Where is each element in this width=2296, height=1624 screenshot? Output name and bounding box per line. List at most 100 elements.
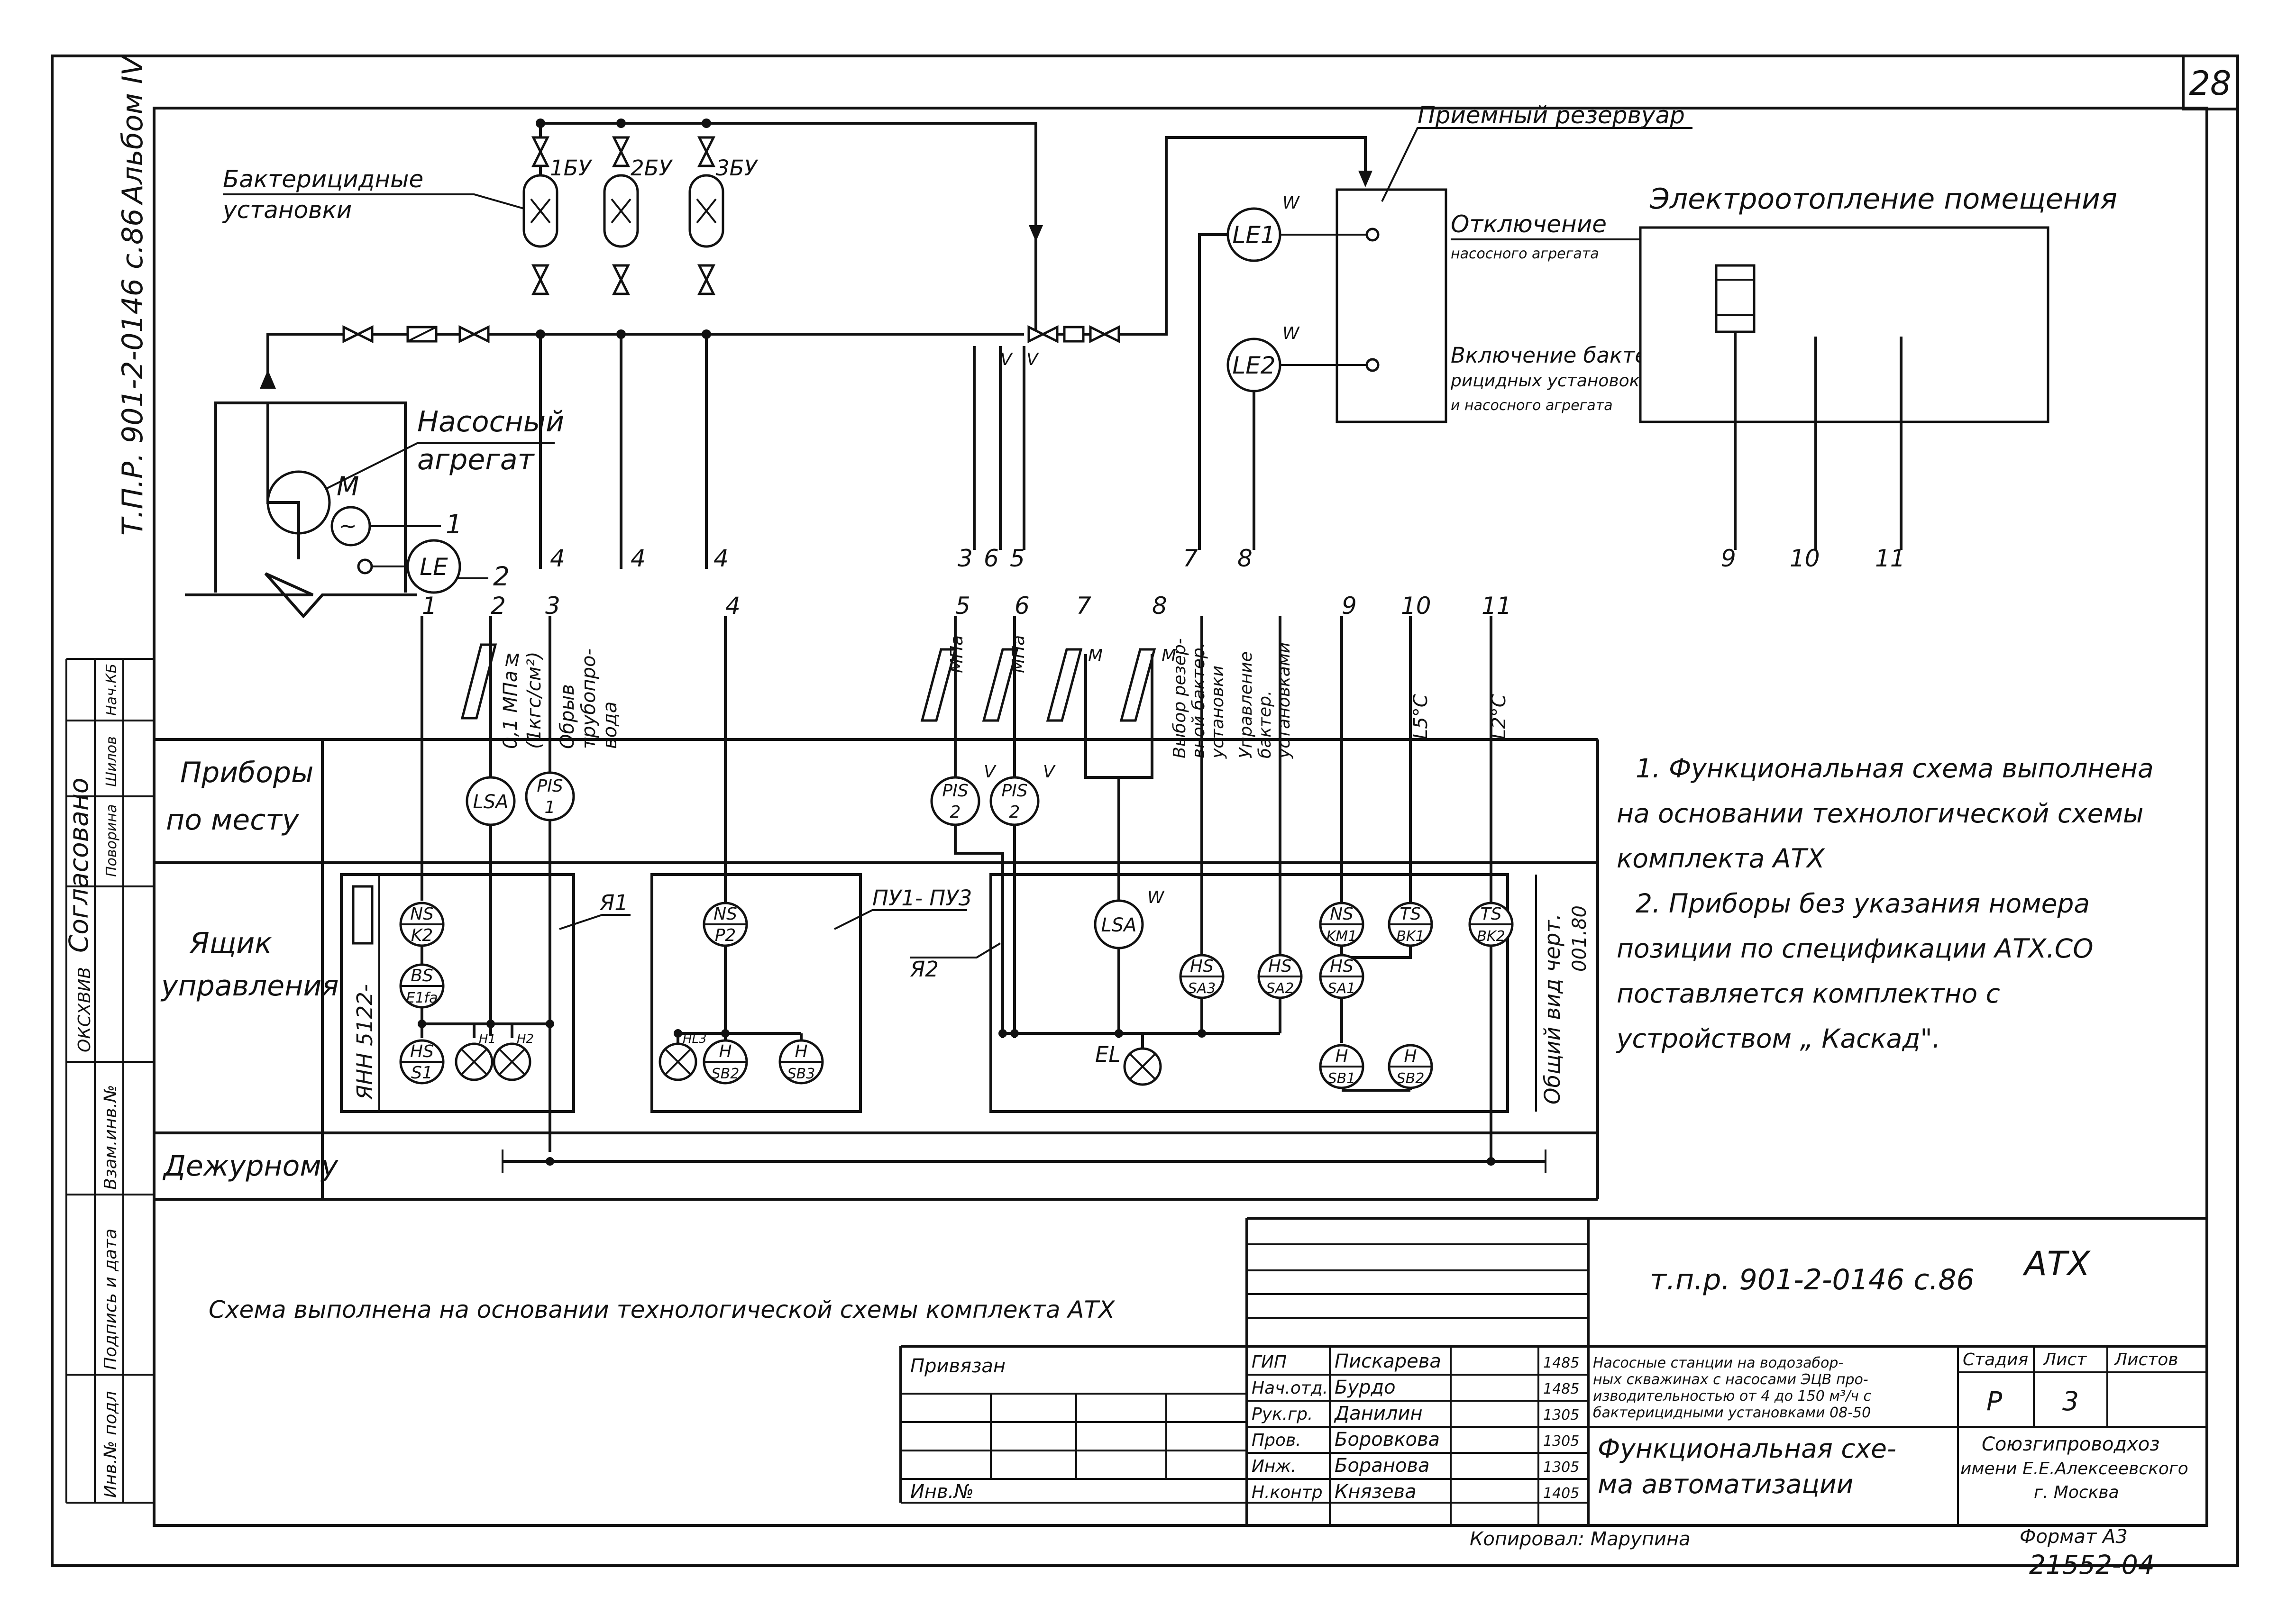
svg-text:9: 9: [1342, 592, 1357, 620]
signal-area: 1 2 3 4 5 6 7 8 9 10 11 М МПа МПа М М 0,…: [422, 592, 1512, 759]
pump-title: Насосный: [417, 405, 564, 438]
sheet-title-2: ма автоматизации: [1598, 1469, 1853, 1499]
note-1c: комплекта АТХ: [1617, 843, 1825, 874]
svg-text:Н.контр: Н.контр: [1252, 1483, 1323, 1502]
svg-text:S1: S1: [411, 1063, 433, 1083]
side-okskhiv: ОКСХВИВ: [75, 967, 94, 1052]
pis-1: [525, 771, 575, 821]
svg-text:Инж.: Инж.: [1252, 1457, 1296, 1476]
svg-text:2: 2: [950, 803, 961, 822]
svg-text:3: 3: [2062, 1386, 2079, 1416]
svg-text:8: 8: [1152, 592, 1167, 620]
svg-text:1: 1: [446, 509, 462, 539]
notes: 1. Функциональная схема выполнена на осн…: [1616, 753, 2154, 1054]
drawing-number: 21552-04: [2029, 1550, 2155, 1580]
svg-text:HS: HS: [1190, 957, 1214, 976]
svg-text:М: М: [1088, 646, 1103, 666]
title-atx: АТХ: [2022, 1244, 2091, 1283]
bact-unit-3: 3БУ: [688, 136, 759, 295]
res-on-3: и насосного агрегата: [1451, 397, 1613, 414]
svg-text:PIS: PIS: [537, 776, 563, 796]
svg-text:TS: TS: [1481, 904, 1502, 924]
svg-text:E1fa: E1fa: [406, 990, 438, 1006]
svg-text:2: 2: [493, 561, 510, 592]
svg-text:4: 4: [550, 545, 565, 572]
reservoir: [1336, 188, 1447, 423]
svg-text:LE2: LE2: [1232, 352, 1275, 379]
svg-text:PIS: PIS: [942, 781, 968, 801]
svg-text:Инв.№ подл: Инв.№ подл: [101, 1391, 120, 1498]
valve-3: [1027, 325, 1059, 344]
svg-text:Подпись и дата: Подпись и дата: [101, 1229, 120, 1370]
svg-text:~: ~: [339, 513, 357, 538]
svg-text:10: 10: [1401, 592, 1431, 620]
svg-text:5: 5: [1010, 545, 1025, 572]
scheme-note: Схема выполнена на основании технологиче…: [209, 1296, 1116, 1323]
svg-text:M: M: [337, 471, 359, 502]
pump-title-2: агрегат: [417, 443, 535, 476]
svg-text:SB1: SB1: [1328, 1070, 1356, 1087]
svg-text:Управление: Управление: [1236, 651, 1256, 758]
svg-text:2: 2: [1009, 803, 1020, 822]
svg-text:Листов: Листов: [2113, 1350, 2178, 1369]
svg-text:1305: 1305: [1543, 1407, 1579, 1423]
svg-text:Князева: Князева: [1335, 1481, 1417, 1503]
svg-text:K2: K2: [411, 926, 433, 945]
control-box-3: Общий вид черт. 001.80 PIS 2 V PIS 2 V L…: [910, 616, 1591, 1161]
valve-1: [342, 325, 374, 344]
svg-text:Поворина: Поворина: [103, 804, 120, 877]
svg-text:ных скважинах с насосами ЭЦВ п: ных скважинах с насосами ЭЦВ про-: [1593, 1371, 1868, 1388]
inner-frame: [153, 107, 2208, 1527]
svg-text:HS: HS: [1330, 957, 1354, 976]
svg-text:4: 4: [713, 545, 729, 572]
svg-text:V: V: [984, 762, 997, 782]
svg-text:установки: установки: [1208, 666, 1227, 759]
svg-text:Пров.: Пров.: [1252, 1431, 1301, 1450]
svg-text:NS: NS: [410, 904, 434, 924]
svg-text:1485: 1485: [1543, 1381, 1579, 1397]
svg-text:BK1: BK1: [1396, 928, 1424, 945]
svg-text:H: H: [795, 1042, 807, 1061]
svg-text:МПа: МПа: [1009, 635, 1028, 673]
process-area: 1БУ 2БУ 3БУ Бактерицидные установки ~ M …: [185, 101, 2117, 619]
note-2a: 2. Приборы без указания номера: [1636, 888, 2090, 919]
svg-text:4: 4: [725, 592, 741, 620]
svg-text:Взам.инв.№: Взам.инв.№: [101, 1085, 120, 1190]
svg-text:5: 5: [955, 592, 970, 620]
format: Формат А3: [2020, 1526, 2128, 1548]
reservoir-label: Приемный резервуар: [1418, 101, 1685, 129]
svg-text:Насосные станции на водозабор-: Насосные станции на водозабор-: [1593, 1355, 1843, 1371]
svg-text:1405: 1405: [1543, 1485, 1579, 1502]
svg-text:3: 3: [958, 545, 973, 572]
row-duty: Дежурному: [162, 1150, 339, 1183]
svg-text:H2: H2: [517, 1032, 534, 1046]
res-off-1: Отключение: [1451, 210, 1607, 238]
svg-text:NS: NS: [713, 904, 737, 924]
svg-text:изводительностью от 4 до 150 м: изводительностью от 4 до 150 м³/ч с: [1593, 1388, 1871, 1405]
svg-text:001.80: 001.80: [1569, 905, 1591, 972]
row-local-1: Приборы: [180, 756, 313, 789]
svg-text:имени Е.Е.Алексеевского: имени Е.Е.Алексеевского: [1960, 1459, 2188, 1478]
svg-text:ЯНН 5122-: ЯНН 5122-: [352, 984, 377, 1100]
svg-text:3: 3: [545, 592, 560, 620]
main-pipe: [266, 333, 1024, 379]
check-valve: [406, 326, 438, 343]
svg-text:установками: установками: [1274, 642, 1294, 759]
copied-by: Копировал: Марупина: [1470, 1528, 1691, 1550]
svg-text:Нач.отд.: Нач.отд.: [1252, 1378, 1328, 1398]
svg-text:EL: EL: [1095, 1042, 1121, 1067]
svg-text:L5°C: L5°C: [1410, 694, 1432, 739]
side-code: Т.П.Р. 901-2-0146 с.86: [116, 209, 149, 536]
svg-text:BK2: BK2: [1477, 928, 1505, 945]
svg-text:0,1 МПа: 0,1 МПа: [500, 671, 521, 749]
svg-text:H1: H1: [479, 1032, 496, 1046]
svg-text:Я1: Я1: [599, 890, 628, 915]
svg-text:W: W: [1147, 888, 1165, 907]
svg-text:1485: 1485: [1543, 1355, 1579, 1371]
svg-text:трубопро-: трубопро-: [578, 648, 600, 749]
note-1b: на основании технологической схемы: [1617, 798, 2143, 829]
svg-text:H: H: [1335, 1047, 1348, 1066]
svg-text:6: 6: [984, 545, 999, 572]
svg-text:7: 7: [1183, 545, 1198, 572]
